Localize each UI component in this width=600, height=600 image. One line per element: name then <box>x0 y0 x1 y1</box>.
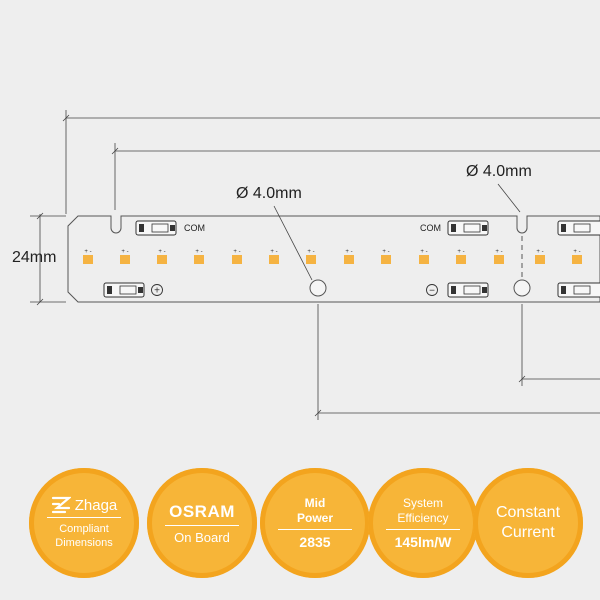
height-dimension <box>30 212 66 306</box>
pcb-board-outline <box>67 215 600 303</box>
led-polarity-mark: + - <box>84 249 91 255</box>
badge-zhaga: Zhaga Compliant Dimensions <box>29 468 139 578</box>
zhaga-logo-icon <box>51 496 71 514</box>
led-chip <box>381 255 391 264</box>
mounting-hole-left <box>309 279 327 297</box>
midpower-value: 2835 <box>299 534 331 550</box>
led-chip <box>572 255 582 264</box>
led-polarity-mark: + - <box>345 249 352 255</box>
led-polarity-mark: + - <box>270 249 277 255</box>
led-polarity-mark: + - <box>457 249 464 255</box>
hole-position-dimension <box>314 304 600 420</box>
led-chip <box>157 255 167 264</box>
led-chip <box>494 255 504 264</box>
connector-minus <box>447 282 489 298</box>
osram-title: OSRAM <box>169 501 235 521</box>
constant-line2: Current <box>501 524 555 541</box>
hole-diameter-label-left: Ø 4.0mm <box>236 185 302 202</box>
led-chip <box>194 255 204 264</box>
badge-midpower: Mid Power 2835 <box>260 468 370 578</box>
midpower-line2: Power <box>296 511 333 525</box>
hole-pitch-dimension <box>111 143 600 210</box>
led-polarity-mark: + - <box>195 249 202 255</box>
plus-terminal-icon: + <box>151 284 163 297</box>
led-polarity-mark: + - <box>420 249 427 255</box>
hole-diameter-label-right: Ø 4.0mm <box>466 163 532 180</box>
led-polarity-mark: + - <box>158 249 165 255</box>
badge-osram: OSRAM On Board <box>147 468 257 578</box>
efficiency-line2: Efficiency <box>397 511 449 525</box>
badge-divider <box>165 524 239 526</box>
led-polarity-mark: + - <box>536 249 543 255</box>
led-polarity-mark: + - <box>307 249 314 255</box>
constant-line1: Constant <box>495 504 561 521</box>
height-label: 24mm <box>12 249 56 266</box>
midpower-line1: Mid <box>304 496 326 510</box>
zhaga-line1: Compliant <box>59 523 109 535</box>
hole-leader-left <box>273 205 313 281</box>
osram-subtitle: On Board <box>174 529 230 545</box>
led-chip <box>269 255 279 264</box>
badge-divider <box>278 529 352 530</box>
led-polarity-mark: + - <box>573 249 580 255</box>
led-chip <box>344 255 354 264</box>
connector-top-edge <box>557 220 600 236</box>
com-label-right: COM <box>420 223 441 233</box>
led-polarity-mark: + - <box>121 249 128 255</box>
connector-com-right <box>447 220 489 236</box>
zhaga-line2: Dimensions <box>55 537 113 549</box>
led-chip <box>120 255 130 264</box>
connector-plus <box>103 282 145 298</box>
minus-symbol: − <box>429 286 435 297</box>
badge-divider <box>47 517 121 518</box>
mounting-hole-right <box>513 279 531 297</box>
badge-constant-current: Constant Current <box>473 468 583 578</box>
led-chip <box>456 255 466 264</box>
led-chip <box>232 255 242 264</box>
hole-leader-right <box>497 183 521 213</box>
badge-efficiency: System Efficiency 145lm/W <box>368 468 478 578</box>
com-label-left: COM <box>184 223 205 233</box>
connector-com-left <box>135 220 177 236</box>
led-chip <box>535 255 545 264</box>
led-polarity-mark: + - <box>495 249 502 255</box>
led-polarity-mark: + - <box>382 249 389 255</box>
zhaga-logo: Zhaga <box>51 496 118 514</box>
led-chip <box>306 255 316 264</box>
outer-length-dimension <box>62 110 600 214</box>
efficiency-value: 145lm/W <box>394 534 452 550</box>
led-row: + - + - + - + - + - + - + - + - + - + - + - + - + - +… <box>83 249 582 264</box>
efficiency-line1: System <box>402 496 443 510</box>
led-polarity-mark: + - <box>233 249 240 255</box>
badge-divider <box>386 529 460 530</box>
zhaga-logo-text: Zhaga <box>74 496 118 514</box>
led-chip <box>83 255 93 264</box>
led-chip <box>419 255 429 264</box>
plus-symbol: + <box>154 286 160 297</box>
connector-bottom-edge <box>557 282 600 298</box>
minus-terminal-icon: − <box>426 284 438 297</box>
